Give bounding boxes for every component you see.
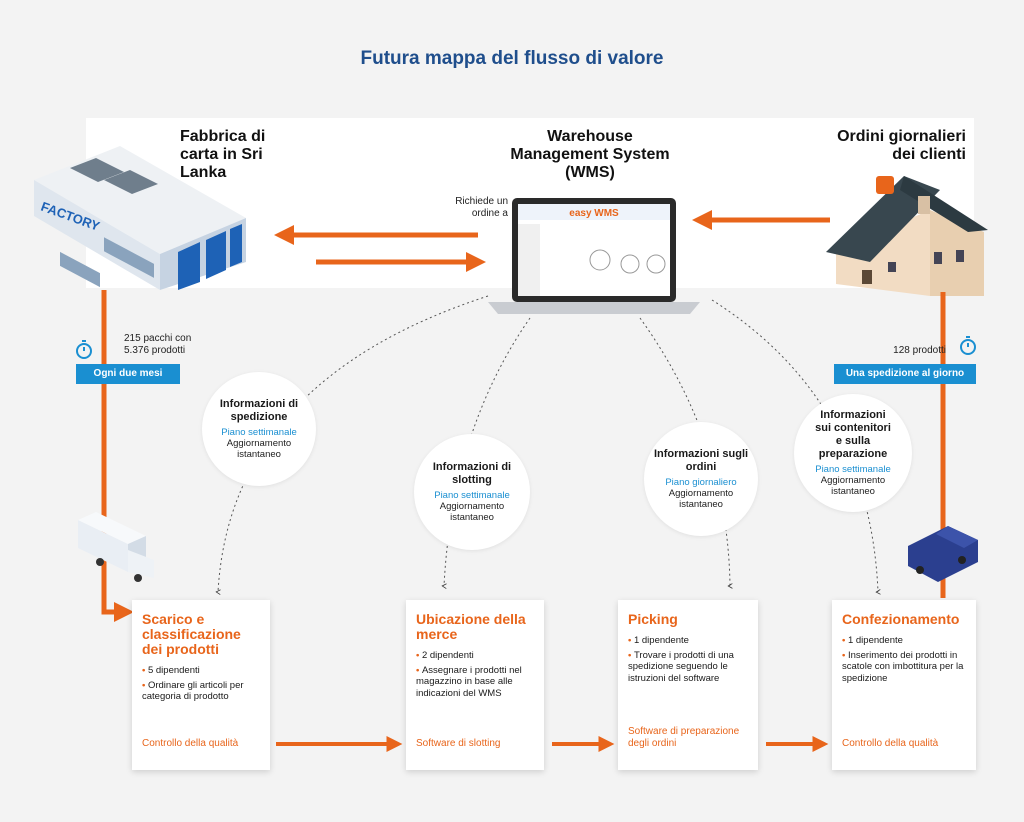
bubble-plan: Piano settimanale	[815, 464, 891, 475]
step-bullet: 5 dipendenti	[142, 665, 262, 677]
info-bubble-orders: Informazioni sugli ordini Piano giornali…	[644, 422, 758, 536]
house-illustration	[826, 176, 988, 296]
bubble-plan: Piano giornaliero	[665, 477, 737, 488]
step-card-unloading: Scarico e classificazione dei prodotti 5…	[132, 600, 270, 770]
factory-illustration	[34, 146, 246, 290]
step-footer: Controllo della qualità	[142, 738, 239, 749]
factory-title: Fabbrica di carta in Sri Lanka	[180, 128, 266, 181]
step-bullet: 2 dipendenti	[416, 650, 536, 662]
wms-title: Warehouse Management System (WMS)	[510, 128, 670, 181]
bubble-plan: Piano settimanale	[221, 427, 297, 438]
left-frequency-badge: Ogni due mesi	[76, 364, 180, 384]
step-title: Scarico e classificazione dei prodotti	[142, 611, 241, 657]
info-bubble-slotting: Informazioni di slotting Piano settimana…	[414, 434, 530, 550]
step-footer: Controllo della qualità	[842, 738, 939, 749]
right-frequency-badge: Una spedizione al giorno	[834, 364, 976, 384]
bubble-update: Aggiornamento istantaneo	[226, 438, 292, 460]
step-card-putaway: Ubicazione della merce 2 dipendenti Asse…	[406, 600, 544, 770]
info-bubble-shipping: Informazioni di spedizione Piano settima…	[202, 372, 316, 486]
customers-title: Ordini giornalieri dei clienti	[837, 128, 966, 163]
laptop-illustration	[488, 198, 700, 314]
step-card-picking: Picking 1 dipendente Trovare i prodotti …	[618, 600, 758, 770]
bubble-update: Aggiornamento istantaneo	[668, 488, 734, 510]
bubble-title: Informazioni di spedizione	[219, 398, 299, 423]
step-bullet: Inserimento dei prodotti in scatole con …	[842, 650, 968, 685]
step-bullet: Ordinare gli articoli per categoria di p…	[142, 680, 262, 703]
truck-illustration	[78, 512, 154, 582]
step-footer: Software di preparazione degli ordini	[628, 726, 740, 749]
step-bullet: 1 dipendente	[628, 635, 750, 647]
stopwatch-icon-right	[960, 336, 976, 355]
step-bullet: 1 dipendente	[842, 635, 968, 647]
bubble-title: Informazioni di slotting	[432, 461, 512, 486]
step-title: Picking	[628, 611, 678, 627]
step-bullet: Trovare i prodotti di una spedizione seg…	[628, 650, 750, 685]
bubble-update: Aggiornamento istantaneo	[439, 501, 505, 523]
step-title: Confezionamento	[842, 611, 960, 627]
left-flow-info: 215 pacchi con 5.376 prodotti	[124, 333, 192, 356]
bubble-plan: Piano settimanale	[434, 490, 510, 501]
van-illustration	[908, 526, 978, 582]
bubble-title: Informazioni sui contenitori e sulla pre…	[815, 409, 891, 460]
step-footer: Software di slotting	[416, 738, 501, 749]
step-bullet: Assegnare i prodotti nel magazzino in ba…	[416, 665, 536, 700]
step-title: Ubicazione della merce	[416, 611, 526, 642]
info-bubble-containers: Informazioni sui contenitori e sulla pre…	[794, 394, 912, 512]
bubble-update: Aggiornamento istantaneo	[820, 475, 886, 497]
page-title: Futura mappa del flusso di valore	[360, 48, 664, 69]
right-flow-info: 128 prodotti	[893, 345, 946, 356]
bubble-title: Informazioni sugli ordini	[653, 448, 749, 473]
wms-request-label: Richiede un ordine a	[455, 196, 508, 219]
wms-logo: easy WMS	[569, 208, 619, 219]
stopwatch-icon-left	[76, 340, 92, 359]
step-card-packing: Confezionamento 1 dipendente Inserimento…	[832, 600, 976, 770]
